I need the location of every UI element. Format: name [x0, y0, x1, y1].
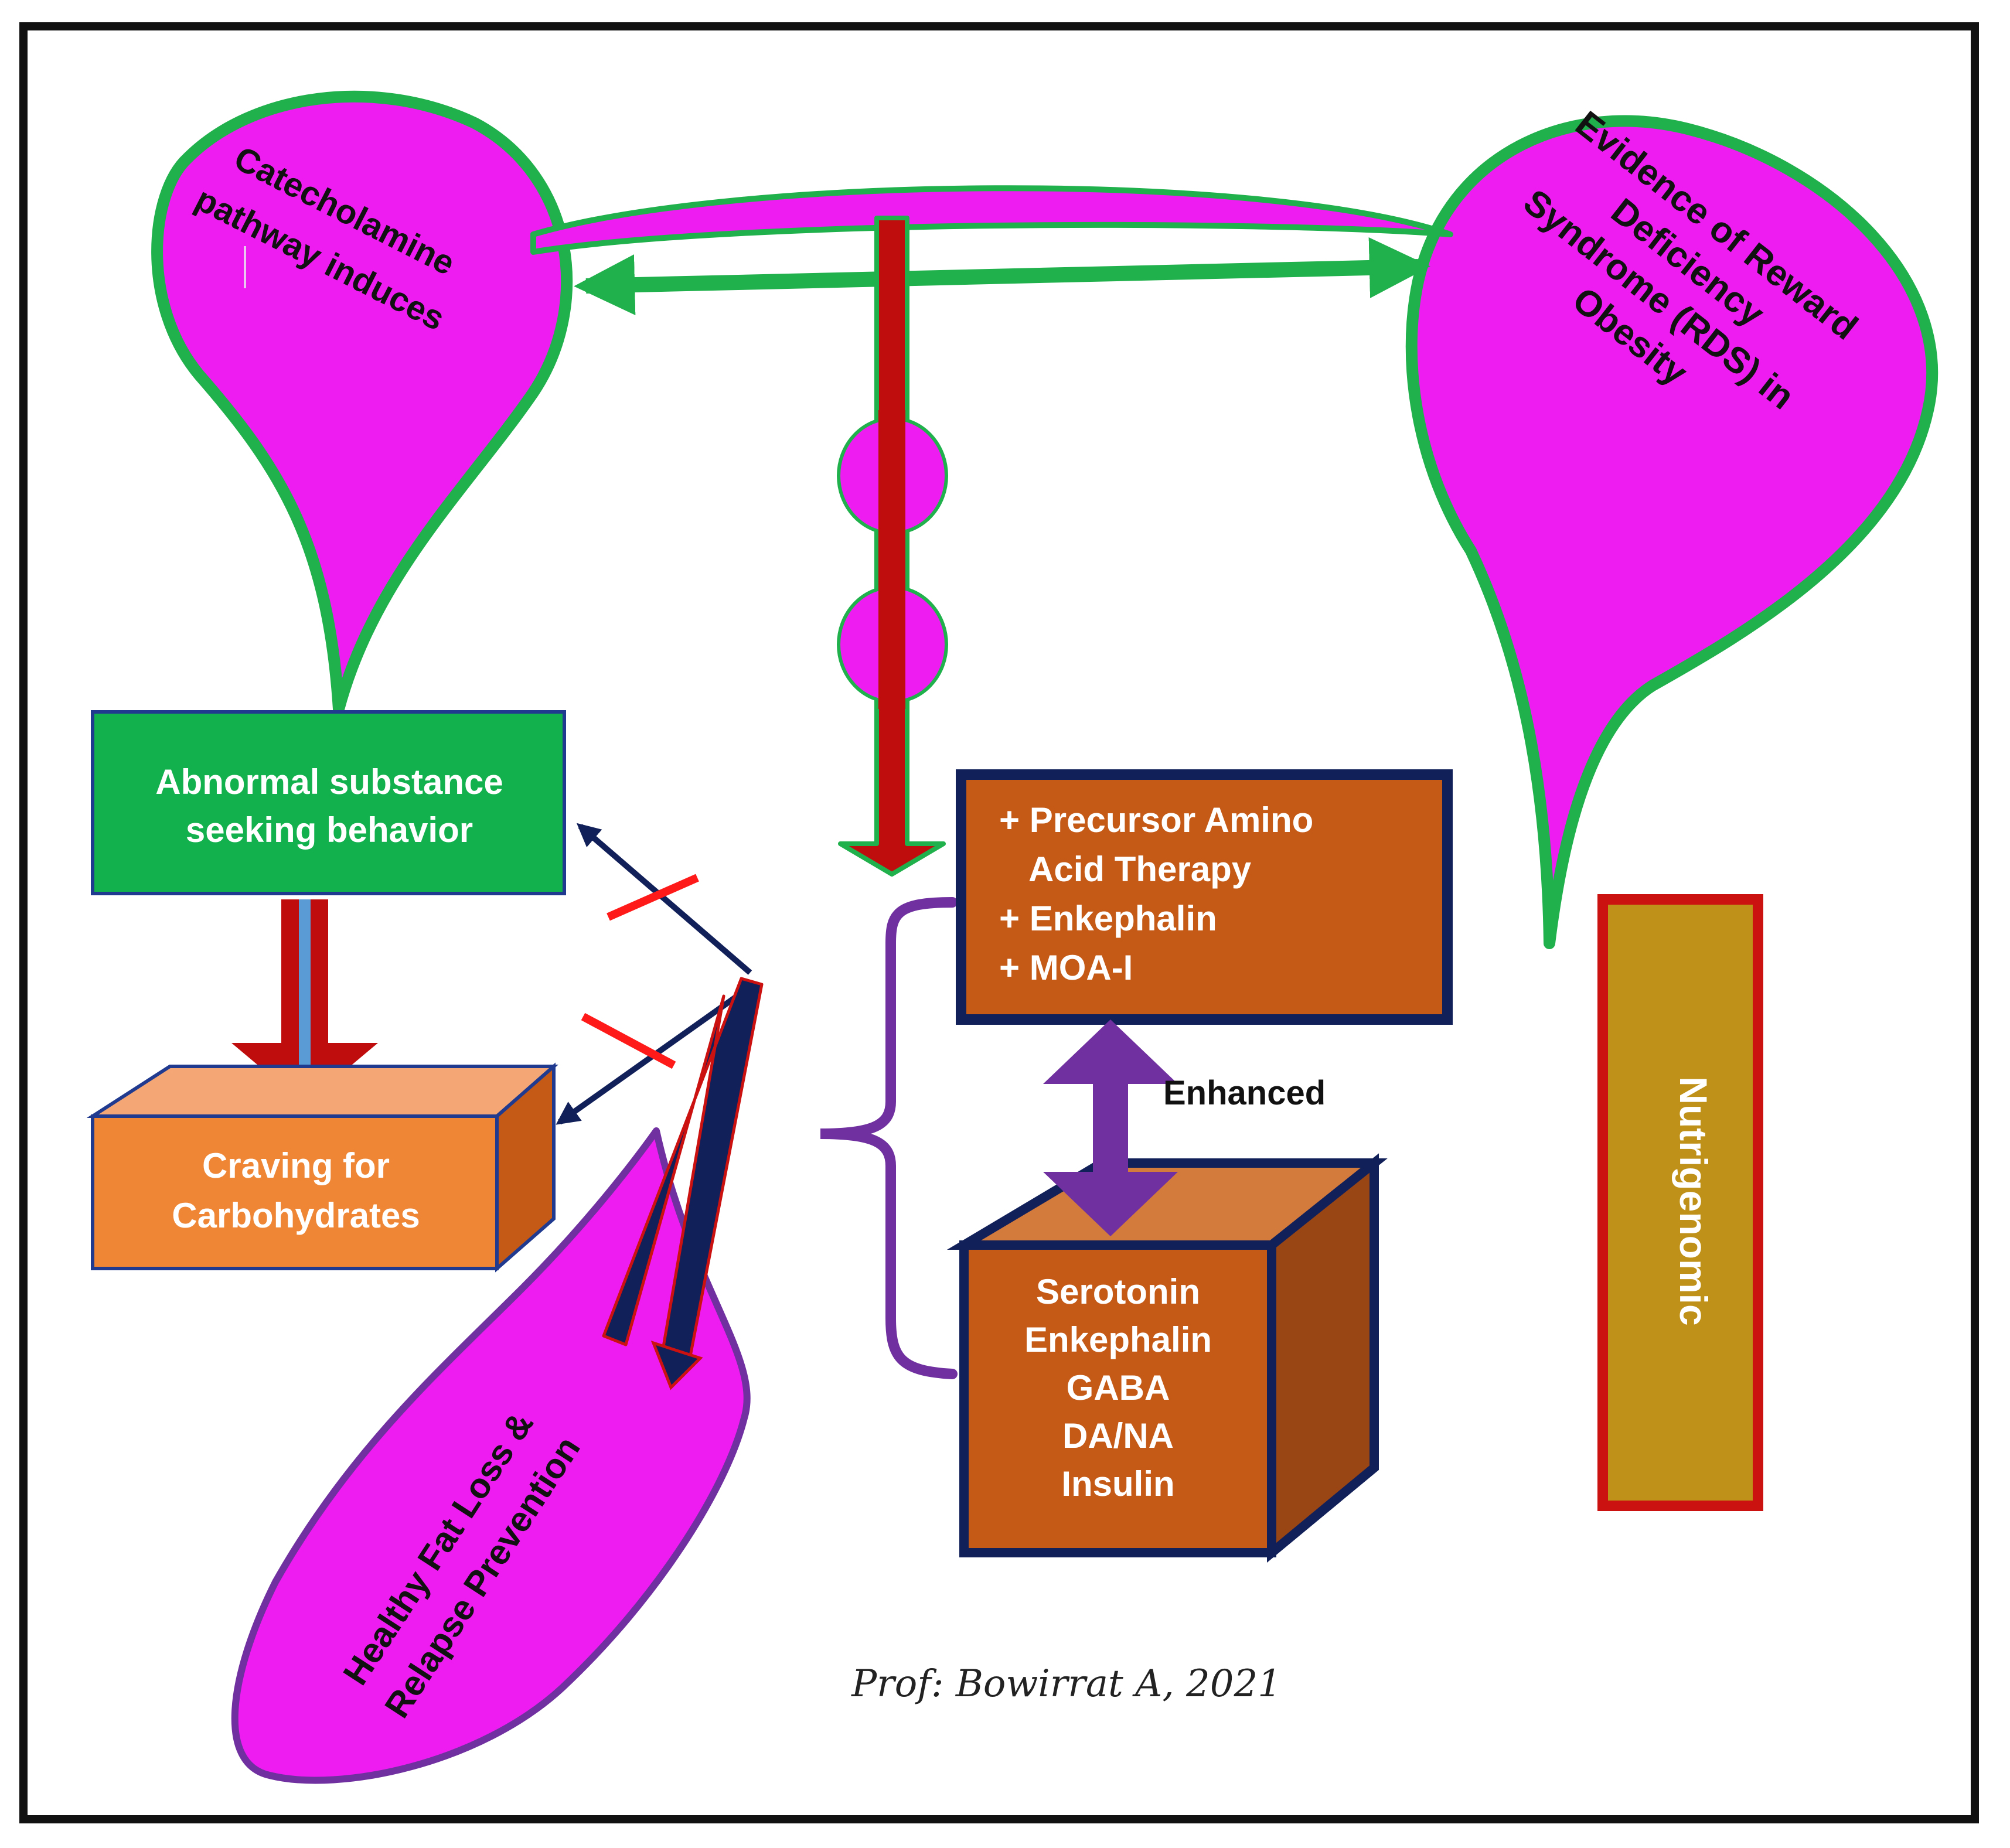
convergence-chevron	[602, 977, 764, 1367]
neuro-cube-front	[959, 1240, 1276, 1557]
craving-box-front	[91, 1114, 499, 1270]
craving-line: Craving for	[202, 1146, 390, 1185]
abnormal-behavior-label: Abnormal substance seeking behavior	[155, 762, 503, 850]
nutrigenomic-label: Nutrigenomic	[1672, 1076, 1715, 1325]
block-mark-upper	[607, 874, 699, 921]
catecholamine-drop-shape	[151, 90, 573, 715]
author-signature: Prof: Bowirrat A, 2021	[851, 1662, 1282, 1706]
neuro-line: DA/NA	[1062, 1416, 1174, 1455]
craving-box-top	[86, 1065, 558, 1118]
therapy-line: + MOA-I	[999, 948, 1133, 987]
bidirectional-arrow	[574, 237, 1430, 316]
connector-band	[530, 185, 1453, 255]
abnormal-behavior-box	[91, 710, 566, 895]
blocked-arrow-to-abnormal	[576, 823, 752, 975]
enhanced-double-arrow	[1043, 1020, 1178, 1236]
neuro-line: Enkephalin	[1024, 1320, 1212, 1359]
abnormal-line: Abnormal substance	[155, 762, 503, 802]
nutrigenomic-bar	[1597, 894, 1763, 1511]
neuro-line: Insulin	[1061, 1464, 1174, 1503]
blocked-arrow-to-craving	[556, 990, 743, 1125]
therapy-bracket	[820, 897, 958, 1379]
therapy-line: + Precursor Amino	[999, 800, 1313, 840]
therapy-box	[956, 769, 1453, 1025]
outcome-arrowhead	[650, 1340, 703, 1390]
neuro-line: Serotonin	[1036, 1272, 1200, 1311]
block-mark-lower	[581, 1012, 676, 1069]
neuro-line: GABA	[1067, 1368, 1170, 1407]
craving-line: Carbohydrates	[172, 1196, 420, 1235]
therapy-line: Acid Therapy	[1028, 850, 1252, 889]
rds-drop-shape	[1405, 115, 1939, 949]
arrow-inner-stripe	[299, 899, 311, 1075]
abnormal-line: seeking behavior	[186, 810, 473, 850]
enhanced-label: Enhanced	[1163, 1074, 1326, 1112]
therapy-line: + Enkephalin	[999, 899, 1217, 938]
